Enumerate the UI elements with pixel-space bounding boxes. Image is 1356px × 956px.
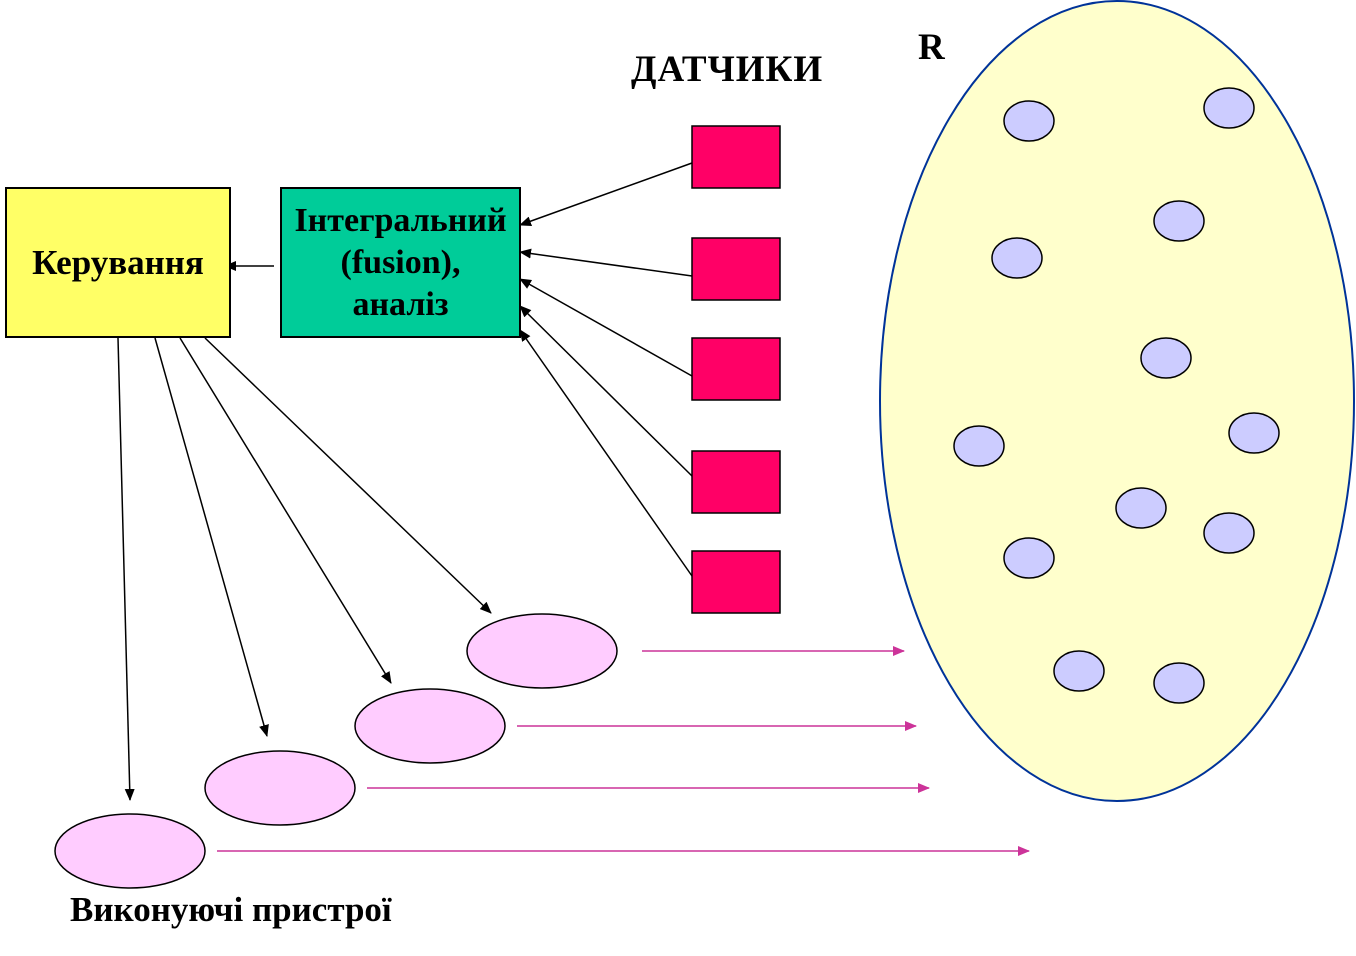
actuator-ellipse (204, 750, 356, 826)
sensor-box (691, 550, 781, 614)
control-to-actuator-arrow (154, 337, 269, 737)
environment-ellipse (879, 0, 1355, 802)
environment-object (1153, 200, 1205, 242)
control-to-actuator-arrow (179, 337, 392, 684)
actuator-ellipse (354, 688, 506, 764)
sensors (691, 125, 781, 614)
sensors-title: ДАТЧИКИ (631, 49, 824, 90)
sensor-to-fusion-arrow (519, 248, 693, 277)
fusion-box: Інтегральний (fusion), аналіз (280, 187, 521, 338)
environment-object (1003, 100, 1055, 142)
actuator-ellipse (466, 613, 618, 689)
environment-object (953, 425, 1005, 467)
sensor-to-fusion-arrow (519, 278, 693, 377)
sensor-box (691, 125, 781, 189)
environment-object (1140, 337, 1192, 379)
environment-objects (953, 87, 1280, 704)
actuators (54, 613, 618, 889)
sensor-to-fusion-arrow (519, 162, 693, 226)
control-arrows (117, 337, 492, 801)
fusion-label-line1: Інтегральний (294, 201, 507, 239)
fusion-label-line2: (fusion), (340, 243, 461, 281)
environment-object (991, 237, 1043, 279)
control-to-actuator-arrow (204, 337, 492, 614)
actuator-arrows (217, 646, 1030, 856)
fusion-label-line3: аналіз (352, 285, 449, 323)
environment-object (1115, 487, 1167, 529)
sensor-box (691, 237, 781, 301)
actuator-ellipse (54, 813, 206, 889)
sensor-arrows (519, 162, 693, 577)
environment-object (1203, 512, 1255, 554)
control-label: Керування (32, 242, 204, 282)
environment-label: R (918, 27, 945, 68)
sensor-box (691, 450, 781, 514)
control-to-actuator-arrow (117, 337, 135, 801)
sensor-to-fusion-arrow (519, 329, 693, 577)
environment-object (1228, 412, 1280, 454)
sensor-box (691, 337, 781, 401)
actuators-label: Виконуючі пристрої (70, 890, 392, 929)
environment-object (1053, 650, 1105, 692)
sensor-to-fusion-arrow (519, 305, 693, 477)
environment-object (1203, 87, 1255, 129)
environment-object (1003, 537, 1055, 579)
environment-object (1153, 662, 1205, 704)
control-box: Керування (5, 187, 231, 338)
